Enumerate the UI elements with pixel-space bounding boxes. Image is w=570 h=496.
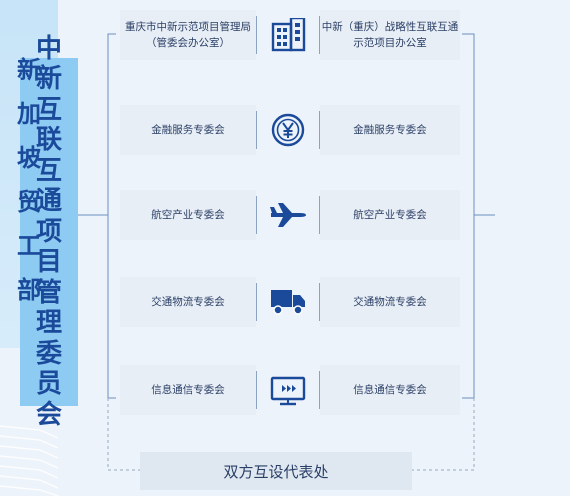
committee-row: 重庆市中新示范项目管理局 （管委会办公室） 中新（重庆）战略性互联互通 示范项目办… bbox=[120, 10, 460, 60]
chongqing-side-label: 信息通信专委会 bbox=[151, 384, 225, 396]
left-panel-char: 通 bbox=[35, 186, 62, 217]
chongqing-side-cell: 重庆市中新示范项目管理局 （管委会办公室） bbox=[120, 10, 256, 60]
committee-row: 信息通信专委会 信息通信专委会 bbox=[120, 365, 460, 415]
right-panel-char: 坡 bbox=[17, 144, 41, 172]
left-panel-char: 联 bbox=[35, 125, 62, 156]
chongqing-side-label: 重庆市中新示范项目管理局 （管委会办公室） bbox=[125, 21, 251, 49]
singapore-side-cell: 中新（重庆）战略性互联互通 示范项目办公室 bbox=[320, 10, 460, 60]
left-panel-char: 员 bbox=[35, 369, 62, 400]
singapore-side-label: 金融服务专委会 bbox=[353, 124, 427, 136]
committee-row: 航空产业专委会 航空产业专委会 bbox=[120, 190, 460, 240]
airplane-icon bbox=[256, 190, 320, 240]
left-panel-char: 中 bbox=[35, 33, 62, 64]
committee-row: 金融服务专委会 金融服务专委会 bbox=[120, 105, 460, 155]
right-panel-char: 贸 bbox=[17, 188, 41, 216]
singapore-side-cell: 金融服务专委会 bbox=[320, 105, 460, 155]
left-panel-char: 互 bbox=[35, 155, 62, 186]
right-ministry-panel: 新加坡贸工部 bbox=[0, 0, 58, 496]
left-committee-panel: 中新互联互通项目管理委员会 bbox=[20, 34, 78, 430]
left-panel-char: 项 bbox=[35, 216, 62, 247]
singapore-side-cell: 航空产业专委会 bbox=[320, 190, 460, 240]
singapore-side-cell: 信息通信专委会 bbox=[320, 365, 460, 415]
chongqing-side-cell: 金融服务专委会 bbox=[120, 105, 256, 155]
left-panel-char: 委 bbox=[35, 338, 62, 369]
singapore-side-label: 信息通信专委会 bbox=[353, 384, 427, 396]
singapore-side-label: 中新（重庆）战略性互联互通 示范项目办公室 bbox=[321, 21, 459, 49]
monitor-icon bbox=[256, 365, 320, 415]
singapore-side-label: 航空产业专委会 bbox=[353, 209, 427, 221]
mutual-offices-box: 双方互设代表处 bbox=[140, 452, 412, 490]
left-panel-char: 目 bbox=[35, 247, 62, 278]
chongqing-side-label: 金融服务专委会 bbox=[151, 124, 225, 136]
left-panel-char: 管 bbox=[35, 277, 62, 308]
right-panel-char: 工 bbox=[17, 232, 41, 260]
building-icon bbox=[256, 10, 320, 60]
right-panel-char: 部 bbox=[17, 276, 41, 304]
left-panel-char: 理 bbox=[35, 308, 62, 339]
chongqing-side-cell: 信息通信专委会 bbox=[120, 365, 256, 415]
chongqing-side-cell: 航空产业专委会 bbox=[120, 190, 256, 240]
right-panel-char: 新 bbox=[17, 56, 41, 84]
committee-row: 交通物流专委会 交通物流专委会 bbox=[120, 277, 460, 327]
left-panel-char: 新 bbox=[35, 64, 62, 95]
right-panel-char: 加 bbox=[17, 100, 41, 128]
mutual-offices-label: 双方互设代表处 bbox=[223, 462, 329, 481]
singapore-side-label: 交通物流专委会 bbox=[353, 296, 427, 308]
left-panel-char: 互 bbox=[35, 94, 62, 125]
chongqing-side-cell: 交通物流专委会 bbox=[120, 277, 256, 327]
yuan-icon bbox=[256, 105, 320, 155]
chongqing-side-label: 交通物流专委会 bbox=[151, 296, 225, 308]
left-panel-char: 会 bbox=[35, 399, 62, 430]
chongqing-side-label: 航空产业专委会 bbox=[151, 209, 225, 221]
truck-icon bbox=[256, 277, 320, 327]
singapore-side-cell: 交通物流专委会 bbox=[320, 277, 460, 327]
